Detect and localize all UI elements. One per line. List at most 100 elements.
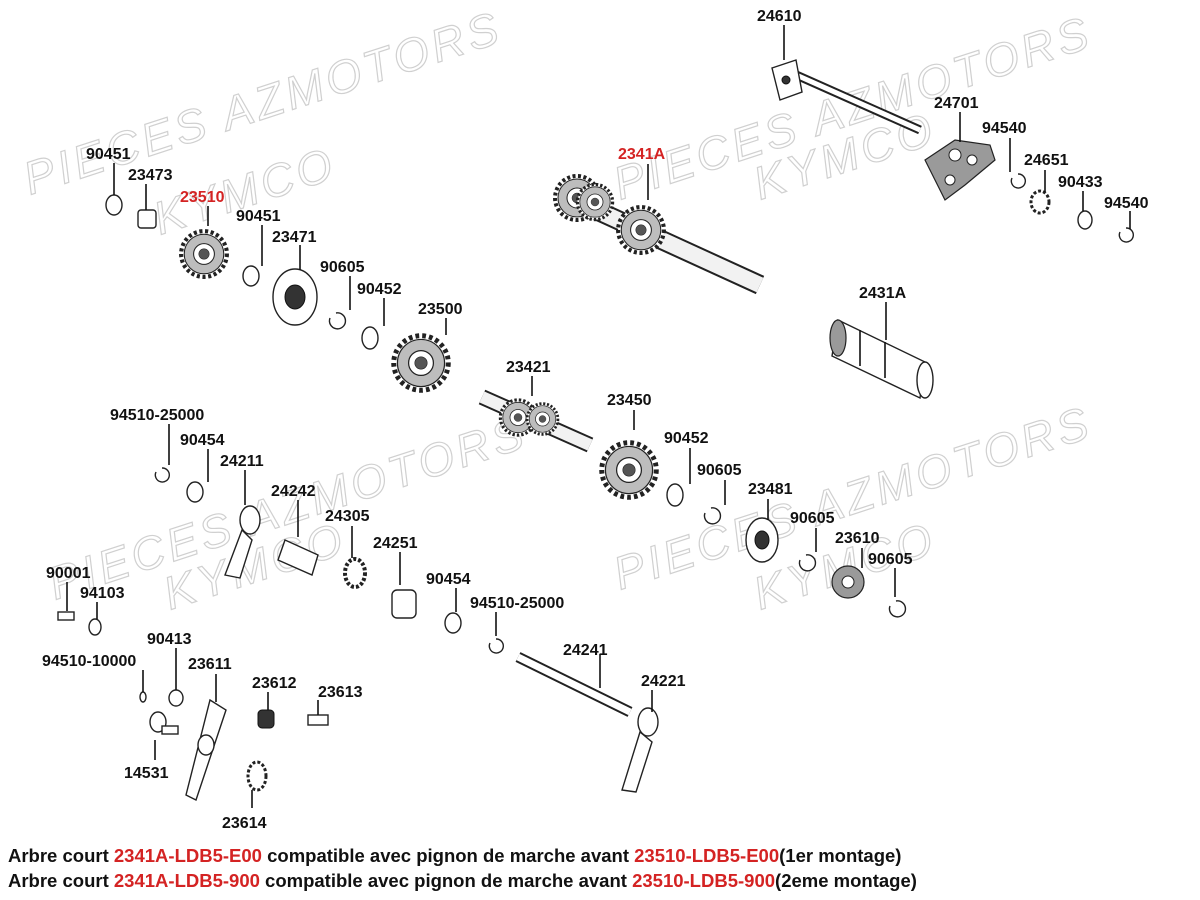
part-label: 90454 (180, 432, 225, 449)
shift-fork-part (621, 707, 659, 793)
part-label: 90605 (320, 259, 365, 276)
part-label: 90451 (236, 208, 281, 225)
part-label: 24251 (373, 535, 418, 552)
screw-part (57, 611, 75, 621)
part-label: 23613 (318, 684, 363, 701)
gear-ref: 23510-LDB5-900 (632, 870, 776, 891)
countershaft-part (478, 389, 594, 453)
gear-part (602, 443, 657, 498)
circlip-part (888, 600, 907, 618)
spring-part (1029, 189, 1051, 215)
part-label: 24701 (934, 95, 979, 112)
part-label: 90605 (790, 510, 835, 527)
note-prefix: Arbre court (8, 845, 114, 866)
gear-part (394, 336, 449, 391)
part-label: 24242 (271, 483, 316, 500)
part-label: 14531 (124, 765, 169, 782)
part-labels: 24610 24701 94540 24651 90433 94540 2341… (42, 8, 1149, 832)
washer-part (361, 326, 379, 350)
washer-part (105, 194, 123, 216)
shift-plate-part (924, 139, 996, 201)
note-suffix: (1er montage) (779, 845, 902, 866)
gear-ref: 23510-LDB5-E00 (634, 845, 780, 866)
clip-part (139, 691, 147, 703)
note-middle: compatible avec pignon de marche avant (261, 845, 635, 866)
main-shaft-part (555, 176, 765, 295)
part-label: 24211 (220, 453, 264, 470)
shift-shaft-part (771, 59, 922, 135)
shift-arm-part (185, 698, 227, 801)
part-label: 23473 (128, 167, 173, 184)
leader-lines (66, 25, 1131, 808)
part-label: 23481 (748, 481, 793, 498)
shaft-ref: 2341A-LDB5-E00 (113, 845, 262, 866)
circlip-part (1118, 227, 1134, 243)
part-label: 90001 (46, 565, 91, 582)
spring-part (257, 709, 275, 729)
part-label: 2431A (859, 285, 907, 302)
part-label: 94510-10000 (42, 653, 136, 670)
circlip-part (798, 554, 817, 572)
shaft-ref: 2341A-LDB5-900 (113, 870, 260, 891)
circlip-part (328, 312, 347, 330)
star-cam-part (831, 565, 865, 599)
part-label: 90605 (868, 551, 913, 568)
part-label: 23471 (272, 229, 317, 246)
pin-part (307, 714, 329, 726)
washer-part (186, 481, 204, 503)
washer-part (88, 618, 102, 636)
part-label: 23610 (835, 530, 880, 547)
part-label: 24610 (757, 8, 802, 25)
washer-part (168, 689, 184, 707)
bearing-part (391, 589, 417, 619)
shaft-part (277, 539, 319, 576)
part-label: 90451 (86, 146, 131, 163)
fork-shaft-part (515, 652, 633, 717)
part-label: 90433 (1058, 174, 1103, 191)
part-label: 24221 (641, 673, 686, 690)
washer-part (444, 612, 462, 634)
part-label: 24651 (1024, 152, 1069, 169)
hub-part (745, 517, 779, 563)
circlip-part (703, 507, 722, 525)
note-middle: compatible avec pignon de marche avant (259, 870, 633, 891)
part-label: 23612 (252, 675, 297, 692)
circlip-part (488, 638, 504, 654)
part-label: 90454 (426, 571, 471, 588)
shift-fork-part (224, 505, 261, 579)
part-label: 94540 (982, 120, 1027, 137)
forward-gear-part (181, 231, 227, 277)
washer-part (242, 265, 260, 287)
note-prefix: Arbre court (8, 870, 114, 891)
part-label: 90452 (357, 281, 402, 298)
hub-part (272, 268, 318, 326)
spring-part (343, 557, 367, 589)
part-label: 24305 (325, 508, 370, 525)
washer-part (1077, 210, 1093, 230)
part-label: 23614 (222, 815, 267, 832)
pin-part (149, 711, 179, 735)
washer-part (666, 483, 684, 507)
part-label: 23450 (607, 392, 652, 409)
watermark-group: PIECES AZMOTORS KYMCO PIECES AZMOTORS KY… (16, 0, 1098, 620)
bearing-part (137, 209, 157, 229)
part-label: 90413 (147, 631, 192, 648)
part-label: 94103 (80, 585, 125, 602)
part-label: 23500 (418, 301, 463, 318)
spring-part (246, 760, 268, 792)
part-label: 23611 (188, 656, 232, 673)
part-label: 23421 (506, 359, 551, 376)
shift-drum-part (829, 318, 934, 400)
part-label: 94510-25000 (470, 595, 564, 612)
part-label: 90452 (664, 430, 709, 447)
part-label-highlight: 23510 (180, 189, 225, 206)
compatibility-note-1: Arbre court 2341A-LDB5-E00 compatible av… (8, 845, 901, 867)
part-label: 94510-25000 (110, 407, 204, 424)
circlip-part (154, 467, 170, 483)
part-label-highlight: 2341A (618, 146, 666, 163)
note-suffix: (2eme montage) (775, 870, 917, 891)
part-label: 90605 (697, 462, 742, 479)
compatibility-note-2: Arbre court 2341A-LDB5-900 compatible av… (8, 870, 917, 892)
circlip-part (1010, 173, 1026, 189)
